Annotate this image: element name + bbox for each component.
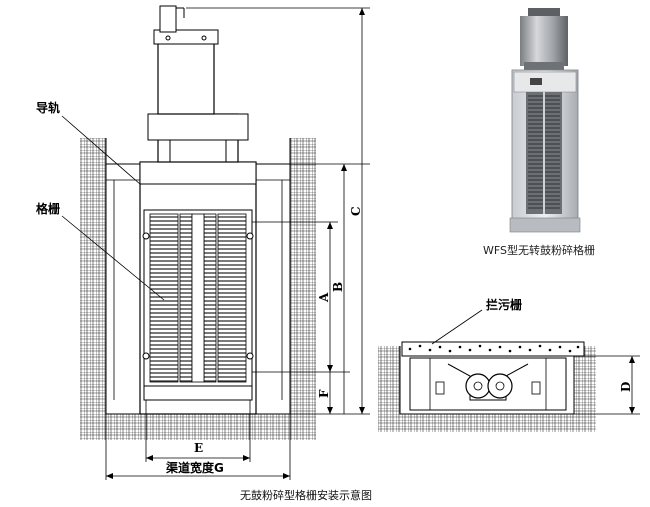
dim-label-b: B xyxy=(331,282,345,292)
guide-rail-right xyxy=(255,163,291,415)
label-grille: 格栅 xyxy=(36,201,60,216)
motor-body xyxy=(157,39,215,115)
product-photo xyxy=(509,8,581,233)
dim-label-e: E xyxy=(194,441,203,455)
label-trash-rack: 拦污栅 xyxy=(486,297,522,312)
dim-label-f: F xyxy=(317,389,331,398)
channel-wall-left xyxy=(80,138,106,440)
grille-center-left xyxy=(179,213,193,383)
dim-label-d: D xyxy=(619,382,633,392)
grille-screen-left xyxy=(149,213,179,383)
plan-view xyxy=(378,309,640,432)
cutter-drum-left xyxy=(465,373,491,399)
label-guide-rail: 导轨 xyxy=(36,100,60,115)
guide-rail-left xyxy=(105,163,141,415)
cutter-drum-right xyxy=(487,373,513,399)
dim-label-channel-width: 渠道宽度G xyxy=(166,460,224,475)
grille-screen-right xyxy=(217,213,247,383)
main-caption: 无鼓粉碎型格栅安装示意图 xyxy=(240,488,372,502)
photo-caption: WFS型无转鼓粉碎格栅 xyxy=(483,243,595,257)
dim-label-c: C xyxy=(349,206,363,216)
trash-rack-bar xyxy=(401,341,585,357)
channel-floor xyxy=(80,414,316,440)
grille-center-right xyxy=(203,213,217,383)
front-view xyxy=(61,5,370,480)
dim-label-a: A xyxy=(317,292,331,303)
channel-wall-right xyxy=(290,138,316,440)
